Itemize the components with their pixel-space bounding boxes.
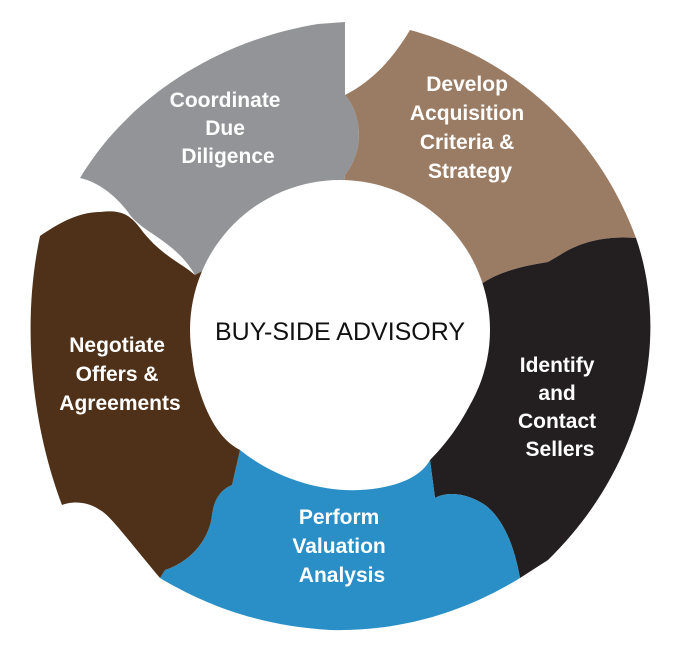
segment-shape-negotiate-offers-agreements [30, 211, 241, 579]
segment-line: Diligence [181, 145, 274, 168]
center-circle [190, 180, 490, 480]
segment-line: Offers & [76, 363, 159, 386]
segment-identify-contact-sellers: Identify and Contact Sellers [430, 237, 651, 578]
segment-line: Valuation [292, 535, 385, 558]
segment-line: Identify [520, 354, 595, 377]
segment-line: Negotiate [69, 334, 165, 357]
segment-label-identify-contact-sellers: Identify and Contact Sellers [518, 354, 602, 461]
segment-line: Analysis [299, 564, 385, 587]
segment-label-coordinate-due-diligence: Coordinate Due Diligence [170, 89, 287, 168]
segment-line: Contact [518, 410, 596, 433]
segment-line: Agreements [59, 392, 180, 415]
segment-line: Perform [299, 506, 380, 529]
segment-line: Develop [426, 73, 508, 96]
segment-line: and [538, 382, 575, 405]
segment-shape-identify-contact-sellers [430, 237, 651, 578]
segment-line: Criteria & [420, 131, 515, 154]
segment-line: Sellers [526, 438, 595, 461]
segment-shape-perform-valuation-analysis [160, 450, 520, 631]
segment-label-perform-valuation-analysis: Perform Valuation Analysis [292, 506, 391, 587]
segment-line: Strategy [428, 160, 512, 183]
center-title: BUY-SIDE ADVISORY [215, 318, 465, 346]
segment-label-negotiate-offers-agreements: Negotiate Offers & Agreements [59, 334, 180, 415]
segment-line: Due [205, 117, 245, 140]
segment-negotiate-offers-agreements: Negotiate Offers & Agreements [30, 211, 241, 579]
center-hub: BUY-SIDE ADVISORY [190, 180, 490, 480]
segment-line: Coordinate [170, 89, 281, 112]
segment-label-develop-acquisition-criteria: Develop Acquisition Criteria & Strategy [410, 73, 530, 183]
segment-line: Acquisition [410, 102, 524, 125]
segment-perform-valuation-analysis: Perform Valuation Analysis [160, 450, 520, 631]
